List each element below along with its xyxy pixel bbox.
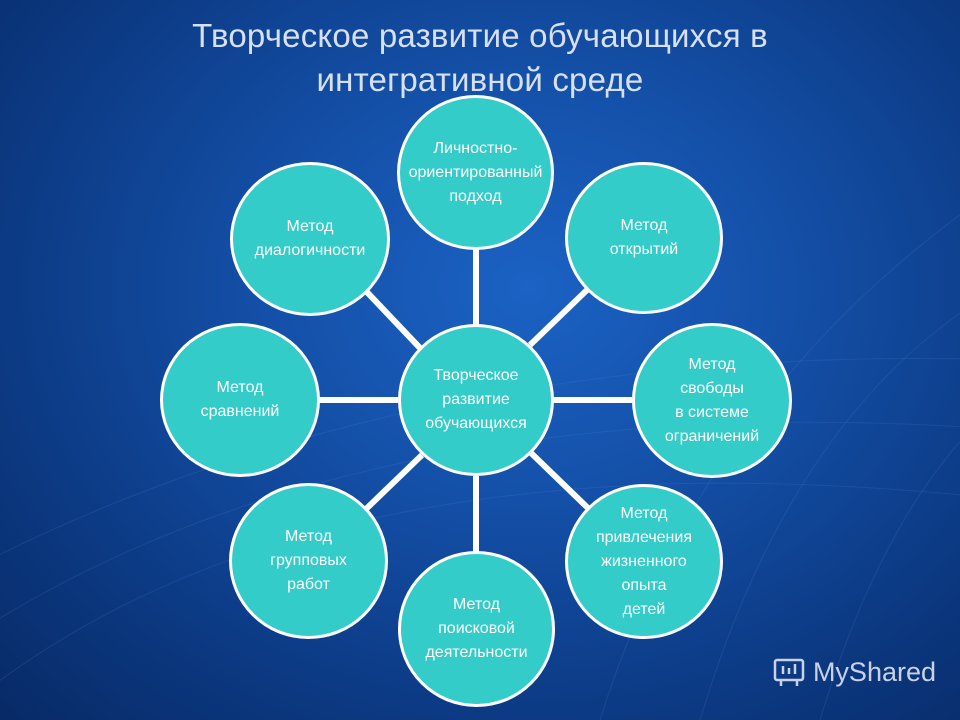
node-freedom-method: Метод свободы в системе ограничений bbox=[632, 323, 792, 478]
title-line-1: Творческое развитие обучающихся в bbox=[192, 17, 768, 54]
center-node: Творческое развитие обучающихся bbox=[398, 324, 554, 476]
node-label: Метод групповых работ bbox=[270, 528, 347, 593]
center-node-label: Творческое развитие обучающихся bbox=[425, 367, 527, 432]
node-dialogue-method: Метод диалогичности bbox=[230, 162, 390, 316]
connector-top-right bbox=[527, 287, 590, 348]
node-group-work-method: Метод групповых работ bbox=[229, 483, 388, 639]
node-comparison-method: Метод сравнений bbox=[160, 323, 320, 477]
node-label: Метод сравнений bbox=[200, 379, 280, 420]
node-label: Метод привлечения жизненного опыта детей bbox=[595, 504, 692, 618]
myshared-logo-icon bbox=[773, 658, 805, 686]
page-title: Творческое развитие обучающихся в интегр… bbox=[0, 14, 960, 102]
connector-bottom-right bbox=[527, 449, 593, 513]
connector-top-left bbox=[362, 287, 423, 351]
watermark-text: MyShared bbox=[812, 656, 936, 687]
watermark: MyShared bbox=[771, 654, 936, 690]
node-search-method: Метод поисковой деятельности bbox=[398, 551, 555, 707]
node-personal-approach: Личностно- ориентированный подход bbox=[397, 95, 554, 250]
title-line-2: интегративной среде bbox=[316, 61, 644, 98]
connector-bottom-left bbox=[362, 452, 425, 513]
node-life-experience-method: Метод привлечения жизненного опыта детей bbox=[565, 484, 723, 639]
node-label: Метод поисковой деятельности bbox=[425, 596, 528, 661]
node-label: Метод открытий bbox=[609, 217, 679, 258]
node-discovery-method: Метод открытий bbox=[565, 162, 723, 314]
node-label: Метод свободы в системе ограничений bbox=[664, 355, 760, 445]
node-label: Метод диалогичности bbox=[254, 218, 366, 259]
node-label: Личностно- ориентированный подход bbox=[408, 139, 543, 205]
